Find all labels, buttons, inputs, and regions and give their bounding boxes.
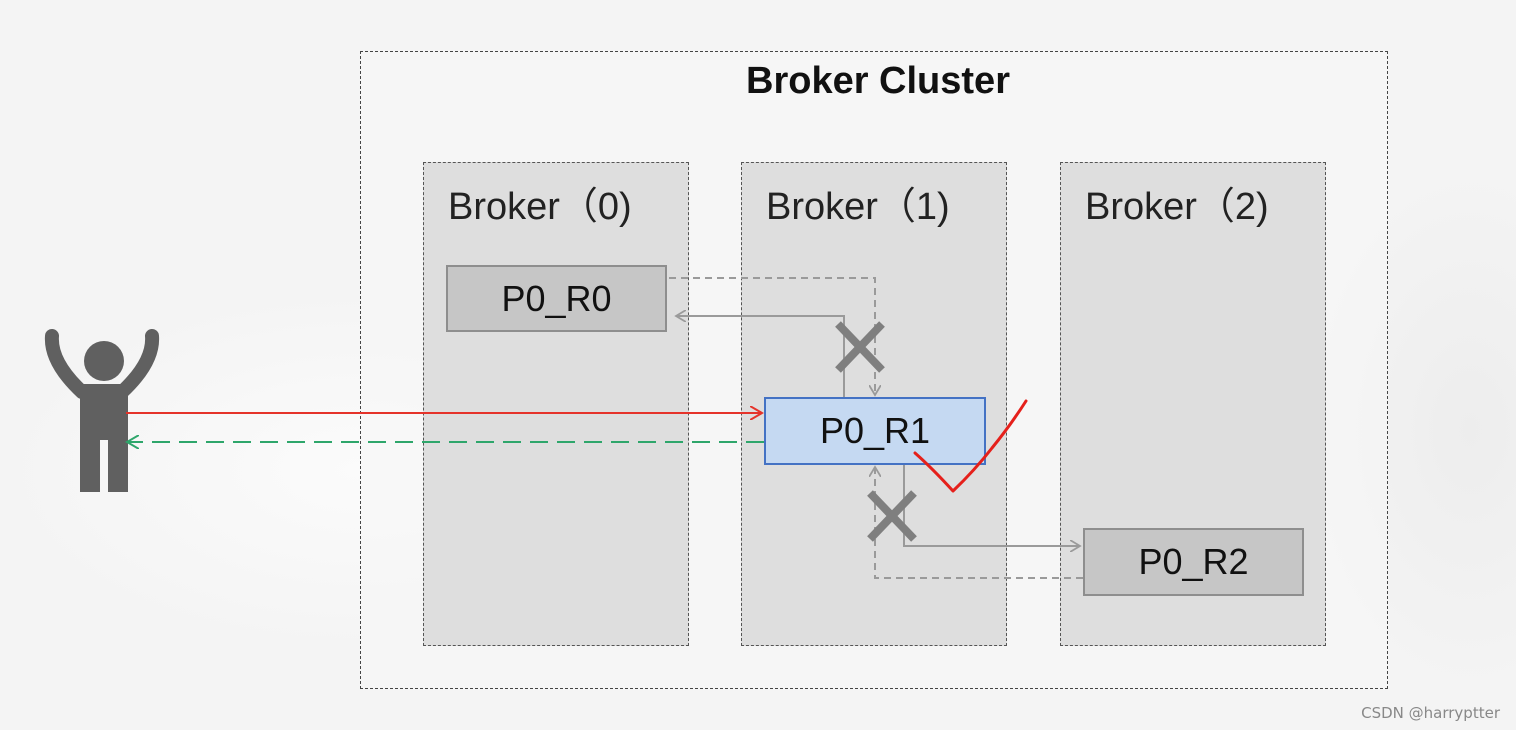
partition-p0-r0: P0_R0 (446, 265, 667, 332)
broker-2-label: Broker（2) (1085, 186, 1269, 228)
broker-1-label: Broker（1) (766, 186, 950, 228)
partition-p0-r0-label: P0_R0 (501, 277, 612, 319)
partition-p0-r2-label: P0_R2 (1138, 541, 1249, 582)
partition-p0-r1-leader: P0_R1 (764, 397, 986, 465)
partition-p0-r1-label: P0_R1 (819, 410, 931, 451)
broker-0-label: Broker（0) (448, 186, 632, 228)
broker-0: Broker（0) (423, 162, 689, 646)
person-arms-up-icon (44, 329, 160, 492)
partition-p0-r2: P0_R2 (1083, 528, 1304, 596)
watermark: CSDN @harryptter (1361, 704, 1500, 722)
